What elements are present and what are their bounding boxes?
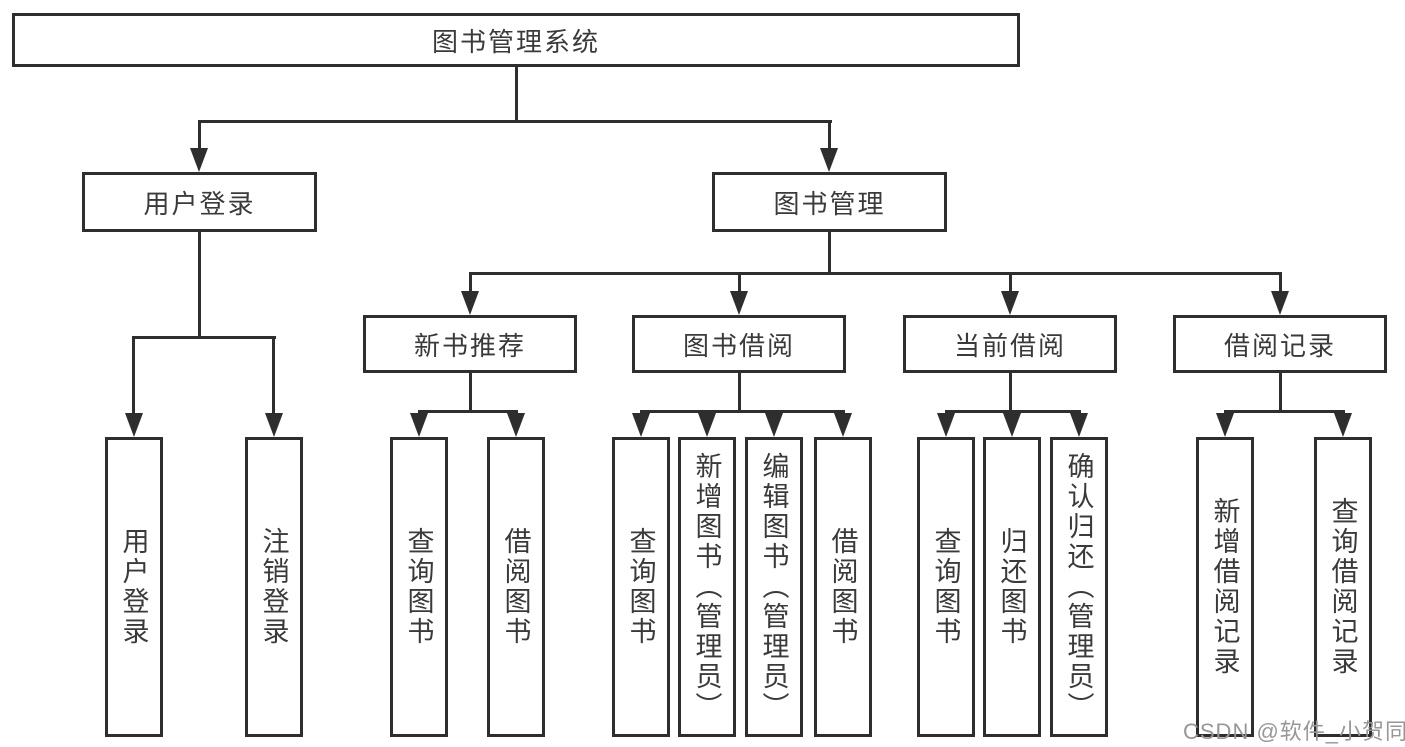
arrowhead-down-icon xyxy=(265,413,283,437)
connector-to-user-login xyxy=(198,120,201,152)
node-root-library-system: 图书管理系统 xyxy=(12,13,1020,67)
node-user-login: 用户登录 xyxy=(82,172,317,232)
arrowhead-down-icon xyxy=(632,413,650,437)
connector-book-mgmt-stem xyxy=(828,232,831,272)
connector-user-login-stem xyxy=(198,232,201,336)
leaf-return-books: 归还图书 xyxy=(983,437,1041,737)
arrowhead-down-icon xyxy=(820,148,838,172)
leaf-logout: 注销登录 xyxy=(245,437,303,737)
node-current-borrowing: 当前借阅 xyxy=(903,315,1117,373)
leaf-query-books-borrowing: 查询图书 xyxy=(612,437,670,737)
connector-to-leaf-logout xyxy=(272,336,275,415)
connector-root-stem xyxy=(515,67,518,120)
connector-recommend-branch xyxy=(418,410,518,413)
arrowhead-down-icon xyxy=(937,413,955,437)
arrowhead-down-icon xyxy=(410,413,428,437)
connector-to-leaf-user-login xyxy=(132,336,135,415)
connector-to-borrowing-records xyxy=(1279,272,1282,294)
arrowhead-down-icon xyxy=(834,413,852,437)
arrowhead-down-icon xyxy=(461,291,479,315)
node-new-book-recommend: 新书推荐 xyxy=(363,315,577,373)
leaf-query-books-current: 查询图书 xyxy=(917,437,975,737)
arrowhead-down-icon xyxy=(1003,413,1021,437)
connector-to-book-borrowing xyxy=(738,272,741,294)
connector-root-branch xyxy=(198,120,832,123)
leaf-borrow-books-recommend: 借阅图书 xyxy=(487,437,545,737)
arrowhead-down-icon xyxy=(1001,291,1019,315)
arrowhead-down-icon xyxy=(1070,413,1088,437)
connector-borrowing-stem xyxy=(738,373,741,410)
arrowhead-down-icon xyxy=(190,148,208,172)
arrowhead-down-icon xyxy=(1271,291,1289,315)
leaf-edit-books-admin: 编辑图书（管理员） xyxy=(745,437,803,737)
arrowhead-down-icon xyxy=(1216,413,1234,437)
leaf-confirm-return-admin: 确认归还（管理员） xyxy=(1050,437,1108,737)
leaf-add-books-admin: 新增图书（管理员） xyxy=(678,437,736,737)
leaf-query-books-recommend: 查询图书 xyxy=(390,437,448,737)
arrowhead-down-icon xyxy=(507,413,525,437)
connector-user-login-branch xyxy=(133,336,276,339)
arrowhead-down-icon xyxy=(698,413,716,437)
leaf-add-borrow-record: 新增借阅记录 xyxy=(1196,437,1254,737)
arrowhead-down-icon xyxy=(730,291,748,315)
connector-records-branch xyxy=(1224,410,1345,413)
connector-current-stem xyxy=(1009,373,1012,410)
arrowhead-down-icon xyxy=(765,413,783,437)
arrowhead-down-icon xyxy=(125,413,143,437)
connector-book-mgmt-branch xyxy=(469,272,1281,275)
node-book-management: 图书管理 xyxy=(712,172,947,232)
connector-borrowing-branch xyxy=(640,410,845,413)
leaf-user-login: 用户登录 xyxy=(105,437,163,737)
arrowhead-down-icon xyxy=(1334,413,1352,437)
leaf-borrow-books-borrowing: 借阅图书 xyxy=(814,437,872,737)
csdn-watermark: CSDN @软件_小贺同学 xyxy=(1183,719,1405,744)
connector-records-stem xyxy=(1279,373,1282,410)
connector-recommend-stem xyxy=(469,373,472,410)
node-book-borrowing: 图书借阅 xyxy=(632,315,846,373)
connector-to-book-management xyxy=(828,120,831,152)
connector-to-new-book-recommend xyxy=(469,272,472,294)
connector-to-current-borrowing xyxy=(1009,272,1012,294)
node-borrowing-records: 借阅记录 xyxy=(1173,315,1387,373)
leaf-query-borrow-record: 查询借阅记录 xyxy=(1314,437,1372,737)
